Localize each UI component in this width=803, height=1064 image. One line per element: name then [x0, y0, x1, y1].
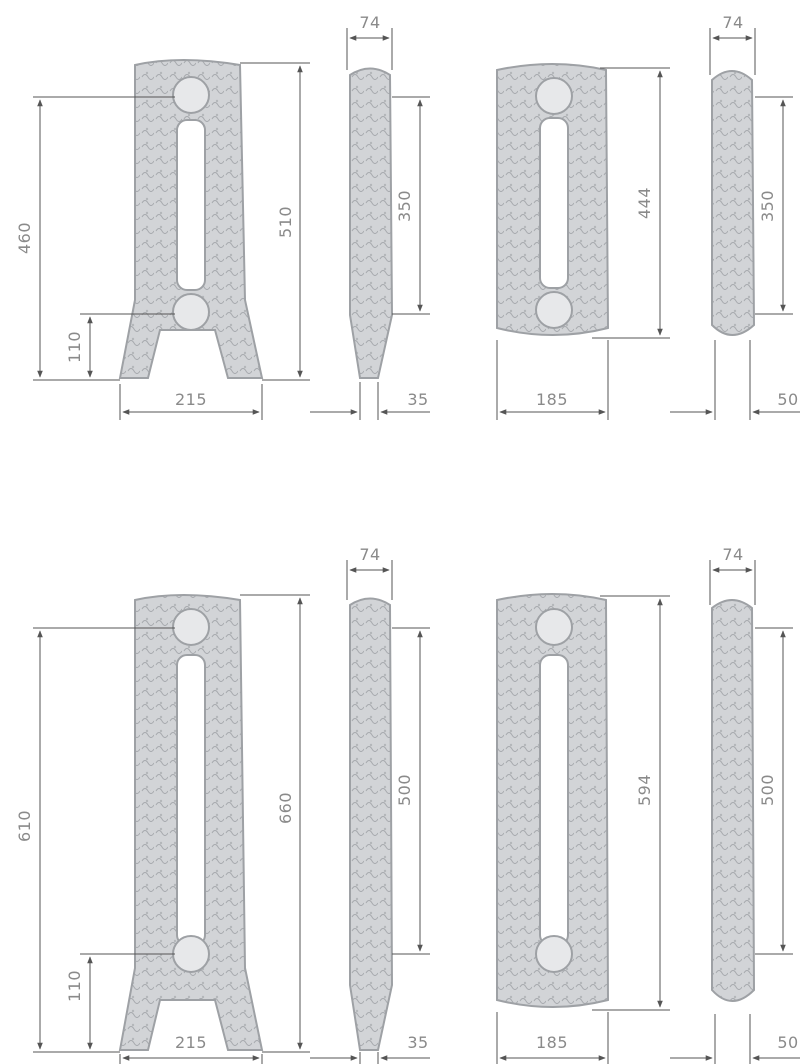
label-bottom-side-foot: 35 [407, 1033, 428, 1052]
dim-bottom-side-foot-35: 35 [310, 1033, 430, 1064]
label-bottom-front-height: 660 [276, 792, 295, 824]
label-bottom-front-axis: 610 [15, 810, 34, 842]
label-top-front-bottom-axis: 110 [65, 331, 84, 363]
label-top-front-width: 215 [175, 390, 207, 409]
top-front-radiator-legs [118, 59, 264, 379]
dim-bottom-side-plain-wall-50: 50 [670, 1014, 800, 1064]
bottom-front-radiator-plain [496, 593, 610, 1008]
label-bottom-side-plain-wall: 50 [777, 1033, 798, 1052]
label-top-side-foot: 35 [407, 390, 428, 409]
dim-bottom-front-height-660: 660 [240, 594, 310, 1053]
dim-top-side-foot-35: 35 [310, 382, 430, 420]
dim-top-side-depth-74: 74 [346, 13, 393, 70]
dim-top-front-plain-width-185: 185 [496, 340, 609, 420]
label-bottom-front-bottom-axis: 110 [65, 970, 84, 1002]
dim-top-side-plain-wall-50: 50 [670, 340, 800, 420]
label-bottom-front-plain-width: 185 [536, 1033, 568, 1052]
dim-top-side-plain-axis-350: 350 [755, 96, 793, 315]
dim-top-front-axis-460: 460 [15, 96, 175, 381]
label-bottom-side-depth: 74 [359, 545, 380, 564]
label-top-front-plain-width: 185 [536, 390, 568, 409]
bottom-side-radiator-plain [711, 599, 756, 1002]
label-top-front-plain-height: 444 [635, 187, 654, 219]
dim-top-front-width-215: 215 [119, 384, 263, 420]
label-bottom-side-axis: 500 [395, 774, 414, 806]
top-side-radiator-plain [711, 70, 756, 336]
label-bottom-front-plain-height: 594 [635, 774, 654, 806]
label-top-front-axis: 460 [15, 222, 34, 254]
label-top-front-height: 510 [276, 206, 295, 238]
label-bottom-front-width: 215 [175, 1033, 207, 1052]
top-front-radiator-plain [496, 63, 610, 336]
dim-bottom-side-plain-axis-500: 500 [755, 627, 793, 955]
dim-top-front-plain-height-444: 444 [592, 67, 670, 339]
label-top-side-plain-depth: 74 [722, 13, 743, 32]
label-bottom-side-plain-axis: 500 [758, 774, 777, 806]
label-top-side-plain-axis: 350 [758, 190, 777, 222]
top-side-radiator-legs [349, 67, 394, 379]
label-top-side-depth: 74 [359, 13, 380, 32]
dim-bottom-front-axis-610: 610 [15, 627, 175, 1053]
dim-bottom-front-plain-width-185: 185 [496, 1012, 609, 1064]
dim-bottom-side-axis-500: 500 [392, 627, 430, 955]
bottom-side-radiator-legs [349, 597, 394, 1051]
dim-bottom-side-plain-depth-74: 74 [709, 545, 756, 605]
label-bottom-side-plain-depth: 74 [722, 545, 743, 564]
dim-bottom-front-bottom-axis-110: 110 [65, 953, 175, 1050]
dim-bottom-front-plain-height-594: 594 [592, 595, 670, 1011]
dim-top-side-axis-350: 350 [392, 96, 430, 315]
label-top-side-plain-wall: 50 [777, 390, 798, 409]
label-top-side-axis: 350 [395, 190, 414, 222]
dim-top-front-bottom-axis-110: 110 [65, 313, 175, 378]
dim-top-front-height-510: 510 [240, 62, 310, 381]
dim-top-side-plain-depth-74: 74 [709, 13, 756, 75]
dim-bottom-side-depth-74: 74 [346, 545, 393, 600]
bottom-front-radiator-legs [118, 594, 264, 1051]
dim-bottom-front-width-215: 215 [119, 1033, 263, 1064]
